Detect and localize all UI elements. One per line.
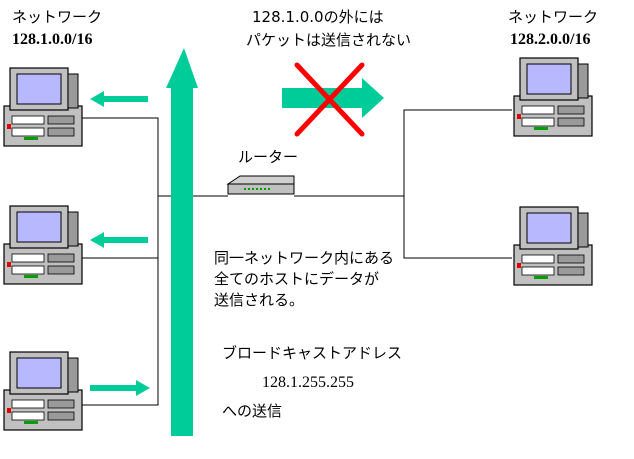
blocked-cross-icon <box>294 62 365 137</box>
left-network-name: ネットワーク <box>12 8 103 26</box>
pc-left-bottom[interactable] <box>3 351 83 431</box>
router-icon[interactable] <box>226 175 295 195</box>
blocked-note-line2: パケットは送信されない <box>246 31 412 49</box>
right-network-name: ネットワーク <box>508 8 599 26</box>
broadcast-suffix: への送信 <box>222 402 283 420</box>
arrow-to-pc-left-top <box>90 91 148 107</box>
arrow-to-pc-left-middle <box>90 232 148 248</box>
pc-right-bottom[interactable] <box>513 206 593 286</box>
broadcast-heading: ブロードキャストアドレス <box>222 344 403 362</box>
delivery-note-line2: 全てのホストにデータが <box>214 270 380 288</box>
left-network-cable <box>78 117 228 406</box>
right-network-address: 128.2.0.0/16 <box>510 31 591 48</box>
right-network-cable <box>294 109 512 259</box>
left-network-address: 128.1.0.0/16 <box>12 31 93 48</box>
delivery-note-line1: 同一ネットワーク内にある <box>214 249 395 267</box>
delivery-note-line3: 送信される。 <box>214 291 305 309</box>
pc-left-top[interactable] <box>3 67 83 147</box>
pc-left-middle[interactable] <box>3 205 83 285</box>
pc-right-top[interactable] <box>513 57 593 137</box>
broadcast-upward-arrow <box>166 48 198 436</box>
blocked-note-line1: 128.1.0.0の外には <box>252 8 384 26</box>
arrow-from-pc-left-bottom <box>90 380 150 396</box>
router-label: ルーター <box>238 148 299 166</box>
broadcast-address: 128.1.255.255 <box>262 374 354 391</box>
